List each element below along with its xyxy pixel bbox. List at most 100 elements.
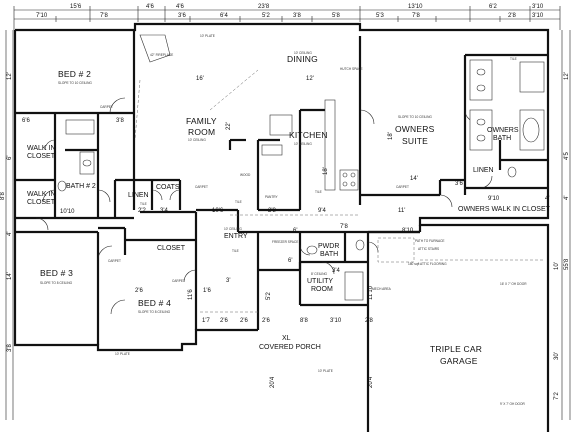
washer-dryer-icon <box>344 271 364 301</box>
kitchen-sink-icon <box>261 144 283 156</box>
label-owners-walkin: OWNERS WALK IN CLOSET <box>458 206 551 213</box>
dim-5-2: 5'2 <box>266 292 272 300</box>
label-closet-2: CLOSET <box>27 199 56 206</box>
label-closet-1: CLOSET <box>27 153 56 160</box>
kitchen-counter-icon <box>324 99 336 191</box>
label-bed3: BED # 3 <box>40 268 73 278</box>
dim-2-6d: 2'6 <box>262 318 270 324</box>
range-icon <box>339 169 359 191</box>
label-bed4-note: SLOPE TO 8 CEILING <box>138 310 171 314</box>
dim-right-12: 12' <box>564 72 570 80</box>
dimension-lines <box>5 6 571 420</box>
owners-sink-3-icon <box>476 118 486 126</box>
dim-left-6: 6' <box>7 156 13 160</box>
room-labels: BED # 2 SLOPE TO 10 CEILING FAMILY ROOM … <box>27 34 551 406</box>
label-carpet-4: CARPET <box>172 279 185 283</box>
dim-right-10: 10' <box>554 262 560 270</box>
label-tile-4: TILE <box>232 249 239 253</box>
label-fireplace: 42" FIREPLACE <box>150 53 173 57</box>
dim-top-3-6: 3'6 <box>178 13 186 19</box>
dim-3-4: 3'4 <box>160 208 168 214</box>
label-garage-1: TRIPLE CAR <box>430 344 482 354</box>
pwdr-toilet-icon <box>355 239 365 251</box>
label-suite: SUITE <box>402 136 428 146</box>
pwdr-sink-icon <box>306 245 318 255</box>
fixtures <box>57 34 545 301</box>
label-oh-door-9: 9' X 7' OH DOOR <box>500 402 525 406</box>
label-porch-xl: XL <box>282 335 291 342</box>
dim-11-10: 11'10 <box>368 285 374 300</box>
sink-icon <box>82 159 92 167</box>
dim-fam-22: 22' <box>226 122 232 130</box>
label-dining-note: 10' CEILING <box>294 51 312 55</box>
label-dining: DINING <box>287 54 318 64</box>
label-family-note: 10' CEILING <box>188 138 206 142</box>
dim-top-6-4: 6'4 <box>220 13 228 19</box>
label-room: ROOM <box>188 127 215 137</box>
label-tile-2: TILE <box>235 200 242 204</box>
dim-left-14: 14' <box>7 272 13 280</box>
dim-1-7: 1'7 <box>202 318 210 324</box>
dim-3-10: 3'10 <box>330 318 342 324</box>
dim-top-3-10: 3'10 <box>532 4 544 10</box>
dim-top-6-2: 6'2 <box>489 4 497 10</box>
label-wood: WOOD <box>240 173 251 177</box>
label-garage-2: GARAGE <box>440 356 478 366</box>
dim-4: 4' <box>545 196 549 202</box>
door-swings <box>35 97 493 315</box>
owners-sink-4-icon <box>476 134 486 142</box>
label-family: FAMILY <box>186 116 217 126</box>
dim-9-10: 9'10 <box>488 196 500 202</box>
dim-2-8b: 2'8 <box>365 318 373 324</box>
label-pwdr: PWDR <box>318 243 339 250</box>
dim-left-8-8: 8'8 <box>0 192 6 200</box>
exterior-walls <box>13 22 550 432</box>
label-oh-door-16: 16' X 7' OH DOOR <box>500 282 527 286</box>
dim-8-10: 8'10 <box>402 228 414 234</box>
dim-9-4: 9'4 <box>318 208 326 214</box>
label-entry: ENTRY <box>224 233 248 240</box>
left-dimensions: 12' 6' 8'8 4' 14' 3'8 <box>0 72 13 352</box>
burner-icon <box>342 172 348 178</box>
label-furnace: PATH TO FURNACE <box>415 239 445 243</box>
label-bed2: BED # 2 <box>58 69 91 79</box>
dim-top-5-8: 5'8 <box>332 13 340 19</box>
dim-top-15-6: 15'6 <box>70 4 82 10</box>
dim-20-4b: 20'4 <box>368 376 374 388</box>
label-tile-1: TILE <box>315 190 322 194</box>
dim-2-6: 2'6 <box>135 288 143 294</box>
dim-11-6: 11'6 <box>188 289 194 300</box>
dim-left-3-8: 3'8 <box>7 344 13 352</box>
label-walkin-1: WALK IN <box>27 145 56 152</box>
toilet-icon <box>57 180 67 192</box>
label-owners-note: SLOPE TO 10 CEILING <box>398 115 432 119</box>
tub-icon <box>519 61 545 93</box>
label-bed3-note: SLOPE TO 8 CEILING <box>40 281 73 285</box>
dim-top-4-6b: 4'6 <box>176 4 184 10</box>
label-kitchen: KITCHEN <box>289 130 328 140</box>
burner-icon <box>350 172 356 178</box>
dim-2-2: 2'2 <box>138 208 146 214</box>
fireplace-icon <box>139 34 171 63</box>
dim-2-6b: 2'6 <box>220 318 228 324</box>
dim-2-6c: 2'6 <box>240 318 248 324</box>
dim-3-6: 3'6 <box>455 181 463 187</box>
label-covered-porch: COVERED PORCH <box>259 344 321 351</box>
label-bed2-note: SLOPE TO 10 CEILING <box>58 81 92 85</box>
label-utility-note: 8' CEILING <box>311 272 328 276</box>
dim-2-8: 2'8 <box>268 208 276 214</box>
dim-10-6: 10'6 <box>212 208 224 214</box>
burner-icon <box>342 181 348 187</box>
dim-top-5-2: 5'2 <box>262 13 270 19</box>
label-carpet-1: CARPET <box>195 185 208 189</box>
label-carpet-5: CARPET <box>396 185 409 189</box>
label-porch-plate: 10' PLATE <box>318 369 333 373</box>
label-attic-note: 180 sqft ATTIC FLOORING <box>408 262 447 266</box>
label-owners: OWNERS <box>395 124 435 134</box>
label-closet: CLOSET <box>157 245 186 252</box>
label-owners-linen: LINEN <box>473 167 494 174</box>
label-carpet-3: CARPET <box>108 259 121 263</box>
label-tile-3: TILE <box>140 202 147 206</box>
dim-kit-18: 18' <box>323 167 329 175</box>
